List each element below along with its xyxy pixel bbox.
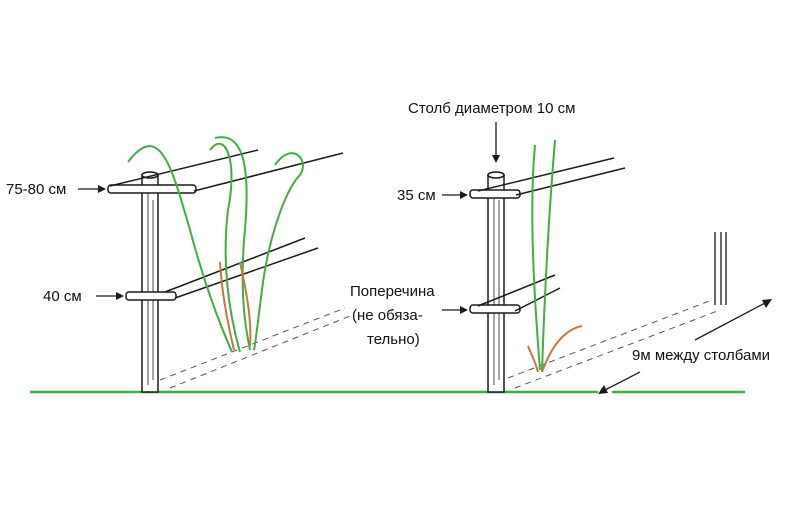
right-crossbar-bottom: [469, 304, 521, 314]
right-canes: [531, 139, 556, 373]
label-crossbar-width: 35 см: [397, 187, 436, 204]
arrow-crossbar-width: [442, 191, 468, 199]
label-crossbar-line2: (не обяза-: [352, 307, 423, 324]
right-post: [487, 171, 505, 393]
label-post-spacing: 9м между столбами: [632, 347, 770, 364]
label-post-diameter: Столб диаметром 10 см: [408, 100, 575, 117]
label-height-bottom: 40 см: [43, 288, 82, 305]
arrow-crossbar: [442, 306, 468, 314]
left-crossbar-top: [107, 184, 197, 194]
arrow-post-diameter: [492, 122, 500, 163]
right-shoots: [527, 325, 583, 373]
ground-row-left: [159, 307, 351, 389]
right-crossbar-top: [469, 189, 521, 199]
label-height-top: 75-80 см: [6, 181, 66, 198]
arrow-spacing-up: [694, 299, 772, 341]
left-wires: [109, 149, 344, 299]
arrow-height-bottom: [96, 292, 124, 300]
arrow-spacing-down: [598, 371, 641, 394]
ground-row-right: [507, 299, 721, 389]
left-crossbar-bottom: [125, 291, 177, 301]
left-post: [141, 171, 159, 393]
label-crossbar-line3: тельно): [367, 331, 420, 348]
arrow-height-top: [78, 185, 106, 193]
distant-post: [714, 232, 727, 305]
left-canes: [127, 136, 304, 353]
right-wires: [477, 157, 626, 312]
label-crossbar-line1: Поперечина: [350, 283, 435, 300]
left-shoots: [219, 261, 252, 351]
